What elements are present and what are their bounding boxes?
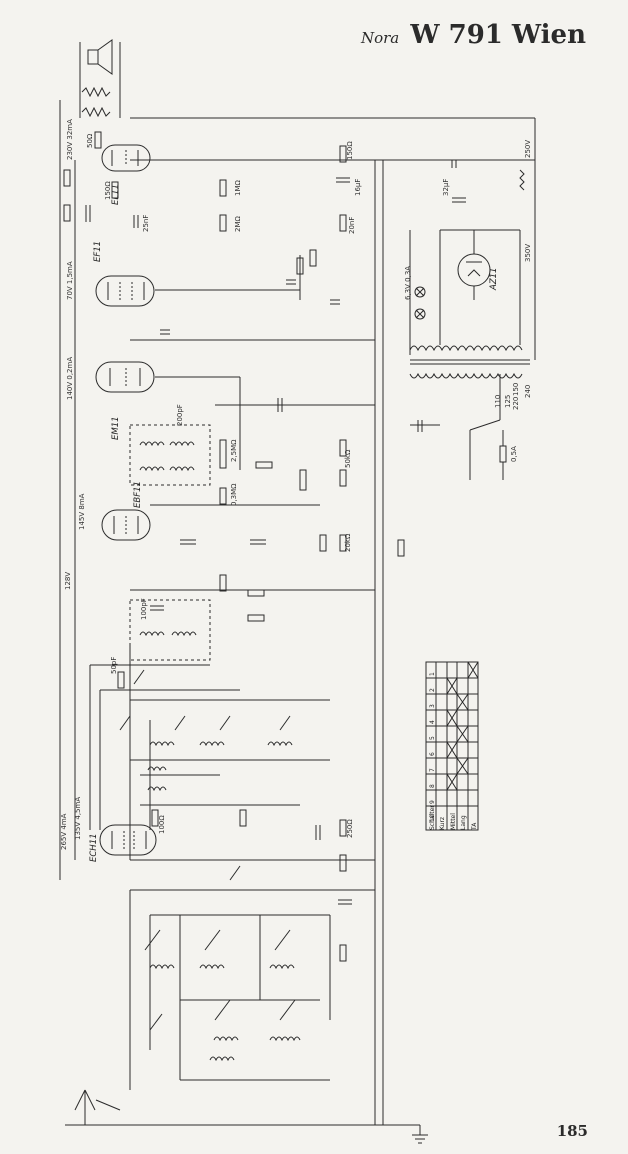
svg-text:100pF: 100pF: [140, 598, 148, 620]
switch-col-7: 7: [429, 768, 436, 772]
tube-el11: EL11 230V 32mA: [66, 119, 151, 205]
switch-col-9: 9: [429, 800, 436, 804]
tube-ef11-label: EF11: [93, 241, 103, 262]
svg-text:20kΩ: 20kΩ: [344, 533, 352, 552]
switch-col-8: 8: [429, 784, 436, 788]
bias-265-label: 265V 4mA: [60, 813, 68, 850]
switch-col-10: 10: [429, 814, 436, 822]
svg-text:150Ω: 150Ω: [104, 181, 112, 200]
tube-em11: EM11 140V 0,2mA: [66, 357, 155, 440]
output-stage-components: 50Ω 150Ω 25nF 1MΩ 2MΩ 150Ω 16μF 32μF 20n…: [63, 131, 525, 234]
tube-ef11-operating: 70V 1,5mA: [66, 261, 74, 300]
pilot-lamps: 6,3V 0,3A: [404, 266, 426, 320]
svg-text:25nF: 25nF: [142, 215, 150, 232]
switch-row-lang: Lang: [460, 815, 467, 830]
model-title: W 791 Wien: [410, 20, 586, 50]
svg-text:250Ω: 250Ω: [346, 819, 354, 838]
tube-em11-operating: 140V 0,2mA: [66, 357, 74, 400]
switch-row-mittel: Mittel: [450, 813, 457, 830]
svg-text:50pF: 50pF: [110, 657, 118, 674]
svg-text:200pF: 200pF: [176, 404, 184, 426]
af-stage-components: 2,5MΩ 0,3MΩ 200pF: [155, 249, 375, 506]
ground-symbol: [412, 1125, 428, 1144]
svg-text:2MΩ: 2MΩ: [234, 216, 242, 232]
svg-text:50Ω: 50Ω: [86, 133, 94, 148]
tube-ech11-label: ECH11: [89, 833, 99, 862]
svg-text:32μF: 32μF: [442, 179, 450, 196]
detector-network: 50kΩ 20kΩ: [150, 420, 440, 622]
mains-voltage-taps: 110 125 150 220 240: [494, 383, 532, 410]
hv-250-label: 250V: [524, 140, 532, 158]
title-block: Nora W 791 Wien: [361, 20, 586, 50]
switch-row-ta: TA: [471, 822, 478, 831]
tube-ebf11-operating: 145V 8mA: [78, 493, 86, 530]
power-transformer: [409, 229, 530, 480]
switch-col-2: 2: [429, 688, 436, 692]
tube-ech11-operating: 135V 4,5mA: [74, 797, 82, 840]
tube-az11: AZ11: [457, 230, 499, 300]
switch-row-kurz: Kurz: [439, 817, 446, 830]
tube-em11-label: EM11: [111, 416, 121, 440]
rf-oscillator-section: 50pF 100Ω 250Ω: [89, 645, 354, 872]
svg-text:100Ω: 100Ω: [158, 815, 166, 834]
svg-text:1MΩ: 1MΩ: [234, 180, 242, 196]
fuse: 0,5A: [499, 430, 518, 480]
switch-col-1: 1: [429, 672, 436, 676]
svg-text:20nF: 20nF: [348, 217, 356, 234]
svg-text:150Ω: 150Ω: [346, 141, 354, 160]
switch-col-6: 6: [429, 752, 436, 756]
tap-220: 220: [512, 397, 520, 410]
page-number: 185: [556, 1122, 588, 1140]
svg-text:2,5MΩ: 2,5MΩ: [230, 439, 238, 462]
tube-el11-operating: 230V 32mA: [66, 119, 74, 160]
switch-col-4: 4: [429, 720, 436, 724]
switch-row-schalter: Schalter: [429, 805, 436, 830]
svg-text:16μF: 16μF: [354, 179, 362, 196]
svg-text:50kΩ: 50kΩ: [344, 449, 352, 468]
loudspeaker: [79, 39, 121, 118]
tube-ebf11-label: EBF11: [133, 481, 143, 508]
svg-text:0,3MΩ: 0,3MΩ: [230, 483, 238, 506]
input-tuning-section: [129, 865, 352, 1090]
if-transformers: 100pF: [129, 424, 211, 661]
tube-ech11: ECH11 135V 4,5mA: [74, 797, 157, 862]
tap-110: 110: [494, 395, 502, 408]
tap-125: 125: [504, 395, 512, 408]
tube-az11-label: AZ11: [489, 268, 499, 291]
supply-bus-lines: [59, 100, 536, 1126]
hv-350-label: 350V: [524, 244, 532, 262]
switch-col-5: 5: [429, 736, 436, 740]
bias-128-label: 128V: [64, 572, 72, 590]
switch-col-3: 3: [429, 704, 436, 708]
switch-table: Schalter Kurz Mittel Lang TA 1 2 3 4 5 6…: [425, 661, 479, 831]
manufacturer-name: Nora: [360, 29, 400, 47]
tube-ef11: EF11 70V 1,5mA: [66, 241, 155, 307]
tube-el11-label: EL11: [111, 184, 121, 205]
fuse-rating: 0,5A: [510, 446, 518, 462]
antenna-symbol: [74, 1089, 121, 1125]
lamp-rating: 6,3V 0,3A: [404, 266, 412, 300]
tube-ebf11: EBF11 145V 8mA: [78, 481, 151, 541]
tap-150: 150: [512, 383, 520, 396]
tap-240: 240: [524, 385, 532, 398]
